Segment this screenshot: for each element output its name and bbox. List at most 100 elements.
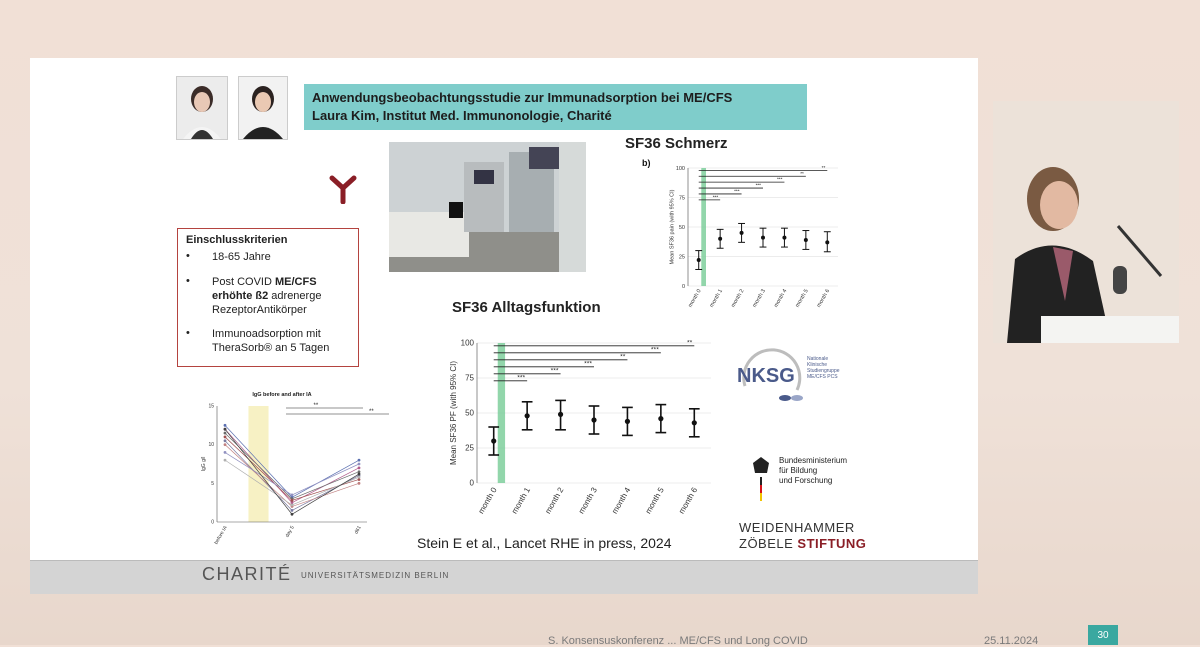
significance-label: ** xyxy=(822,165,826,170)
igg-point xyxy=(223,435,227,439)
footer-divider xyxy=(30,560,978,561)
significance-label: *** xyxy=(584,360,592,367)
igg-point xyxy=(357,458,361,462)
x-tick-label: month 1 xyxy=(510,485,533,515)
criterion-ia-2: TheraSorb® an 5 Tagen xyxy=(212,342,330,354)
criterion-antibody-2: RezeptorAntikörper xyxy=(212,304,307,316)
x-tick-label: month 6 xyxy=(816,288,831,308)
igg-point xyxy=(223,427,227,431)
data-point xyxy=(825,240,830,245)
x-tick-label: month 0 xyxy=(688,288,703,308)
y-tick-label: 0 xyxy=(682,284,685,290)
charite-logo: CHARITÉ xyxy=(202,564,292,584)
slide-author: Laura Kim, Institut Med. Immunonologie, … xyxy=(312,108,612,123)
y-tick-label: 25 xyxy=(679,254,685,260)
bottom-date: 25.11.2024 xyxy=(984,635,1039,647)
zoebele-text: ZÖBELE xyxy=(739,536,798,551)
baseline-band xyxy=(701,168,706,286)
data-point xyxy=(718,236,723,241)
x-tick-label: month 1 xyxy=(709,288,724,308)
presentation-slide: Anwendungsbeobachtungsstudie zur Immunad… xyxy=(30,58,978,594)
data-point xyxy=(803,237,808,242)
x-tick-label: month 0 xyxy=(476,485,499,515)
y-tick-label: 5 xyxy=(211,481,214,487)
igg-point xyxy=(357,475,361,479)
significance-label: ** xyxy=(314,403,319,409)
x-tick-label: month 4 xyxy=(610,485,633,515)
x-tick-label: month 3 xyxy=(752,288,767,308)
igg-point xyxy=(223,431,227,435)
chart-title-pain: SF36 Schmerz xyxy=(625,135,728,152)
x-tick-label: month 3 xyxy=(577,485,600,515)
criterion-postcovid: Post COVID ME/CFS xyxy=(212,275,317,289)
inclusion-criteria-box: Einschlusskriterien • 18-65 Jahre • Post… xyxy=(177,228,359,367)
igg-point xyxy=(223,439,227,443)
treatment-photo xyxy=(389,142,586,272)
igg-point xyxy=(290,503,294,507)
y-tick-label: 100 xyxy=(461,339,475,348)
significance-label: ** xyxy=(800,171,804,176)
y-tick-label: 75 xyxy=(465,374,474,383)
igg-point xyxy=(357,481,361,485)
significance-label: *** xyxy=(651,346,659,353)
bmbf-text: Bundesministerium für Bildung und Forsch… xyxy=(779,456,847,486)
bullet: • xyxy=(186,275,190,287)
data-point xyxy=(739,230,744,235)
igg-series-line xyxy=(224,432,360,500)
slide-title: Anwendungsbeobachtungsstudie zur Immunad… xyxy=(312,90,733,105)
y-axis-label: IgG g/l xyxy=(201,457,207,472)
x-tick-label: month 2 xyxy=(543,485,566,515)
data-point xyxy=(491,438,497,444)
y-tick-label: 75 xyxy=(679,195,685,201)
criterion-bold: erhöhte ß2 xyxy=(212,290,269,302)
nksg-sub: Nationale xyxy=(807,356,828,362)
antibody-icon xyxy=(326,170,360,205)
significance-label: *** xyxy=(734,188,740,193)
x-tick-label: d61 xyxy=(353,525,362,535)
significance-label: ** xyxy=(369,409,374,415)
bullet: • xyxy=(186,250,190,262)
citation: Stein E et al., Lancet RHE in press, 202… xyxy=(417,535,672,551)
y-axis-label: Mean SF36 PF (with 95% CI) xyxy=(449,361,458,465)
charite-subtitle: UNIVERSITÄTSMEDIZIN BERLIN xyxy=(301,571,450,580)
igg-point xyxy=(290,509,294,512)
slide-footer xyxy=(30,560,978,594)
igg-point xyxy=(357,462,361,466)
chart-title-pf: SF36 Alltagsfunktion xyxy=(452,299,601,316)
stiftung-text: STIFTUNG xyxy=(797,536,867,551)
y-tick-label: 10 xyxy=(208,442,214,448)
significance-label: *** xyxy=(713,194,719,199)
significance-label: *** xyxy=(551,367,559,374)
weidenhammer-logo: WEIDENHAMMER xyxy=(739,520,855,535)
nksg-sub: Klinische xyxy=(807,362,827,368)
criterion-bold: ME/CFS xyxy=(274,276,317,288)
igg-point xyxy=(290,498,294,502)
nksg-sub: Studiengruppe xyxy=(807,368,840,374)
portrait-1 xyxy=(176,76,228,140)
igg-point xyxy=(223,423,227,427)
speaker-video xyxy=(993,101,1179,343)
x-tick-label: before IA xyxy=(213,524,229,545)
nksg-logo: NKSG Nationale Klinische Studiengruppe M… xyxy=(735,346,855,408)
bmbf-eagle-logo xyxy=(749,455,773,503)
data-point xyxy=(591,417,597,423)
y-tick-label: 0 xyxy=(211,520,214,526)
data-point xyxy=(624,418,631,424)
significance-label: *** xyxy=(517,374,525,381)
igg-point xyxy=(223,443,227,447)
page-number: 30 xyxy=(1088,625,1118,645)
title-box xyxy=(304,84,807,130)
x-tick-label: month 5 xyxy=(644,485,667,515)
data-point xyxy=(761,235,765,240)
bmbf-line: für Bildung xyxy=(779,466,818,475)
panel-label: b) xyxy=(642,158,651,168)
y-tick-label: 50 xyxy=(465,409,474,418)
portrait-2 xyxy=(238,76,288,140)
criterion-text: adrenerge xyxy=(268,290,322,302)
igg-point xyxy=(357,466,361,470)
igg-point xyxy=(357,470,361,474)
igg-point xyxy=(290,501,294,505)
nksg-sub: ME/CFS PCS xyxy=(807,374,838,380)
bullet: • xyxy=(186,327,190,339)
